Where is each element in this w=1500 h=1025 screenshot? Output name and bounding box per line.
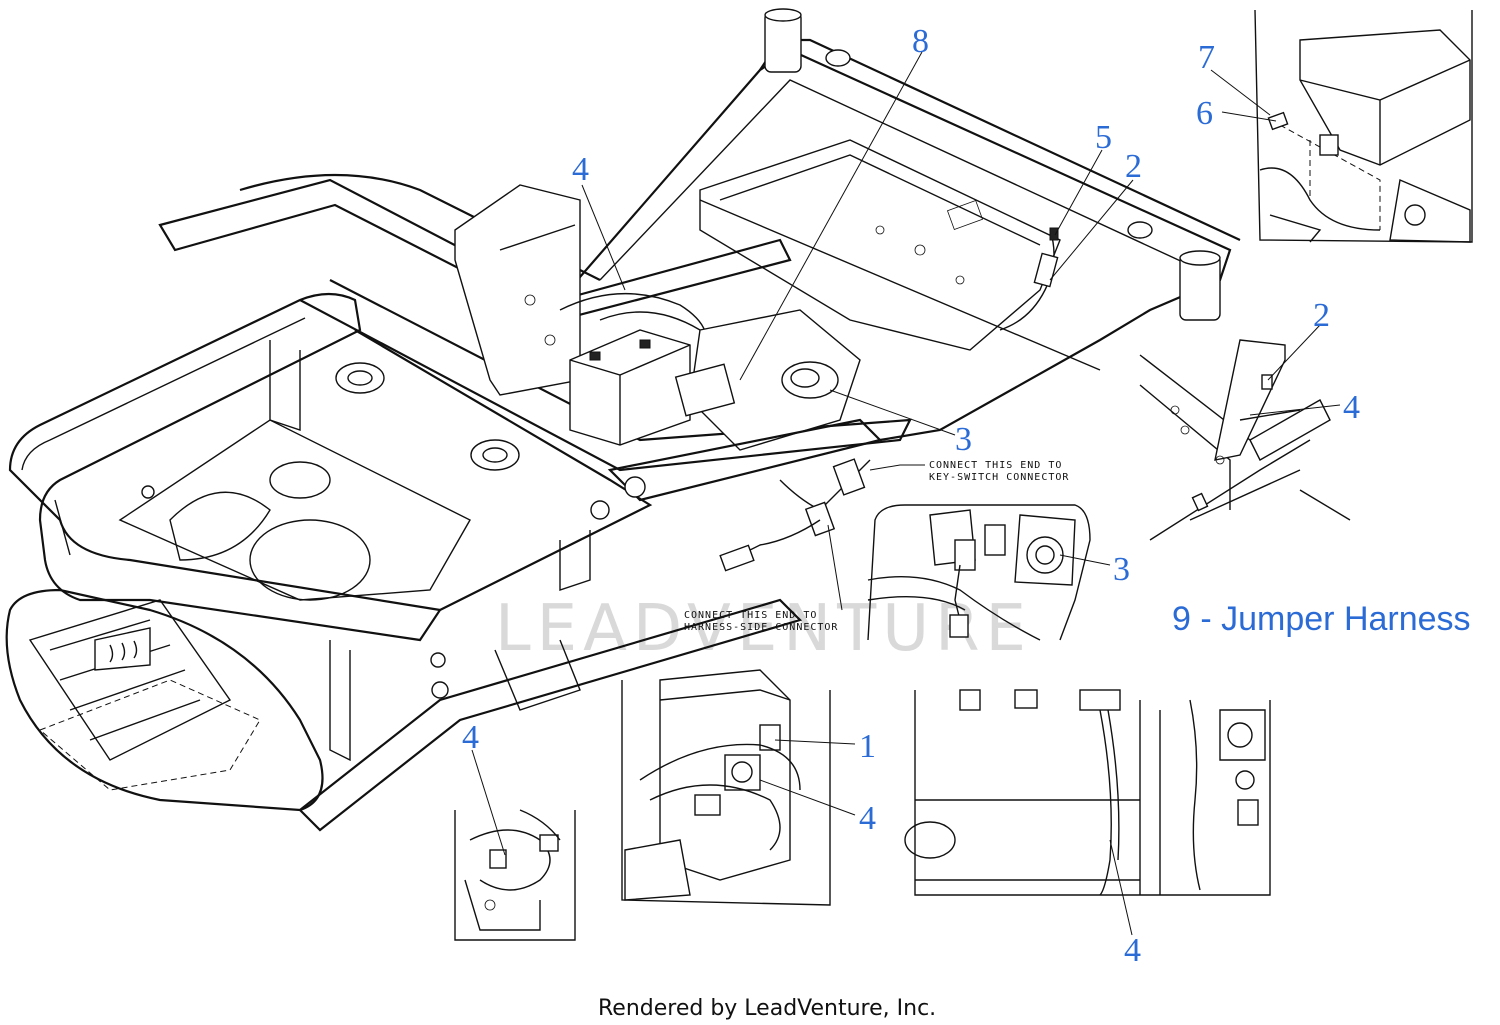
jumper-harness-legend: 9 - Jumper Harness — [1172, 600, 1471, 638]
keyswitch-note-line2: KEY-SWITCH CONNECTOR — [929, 472, 1069, 483]
callout-4: 4 — [1124, 932, 1141, 969]
callout-2: 2 — [1125, 148, 1142, 185]
harness-note-line1: CONNECT THIS END TO — [684, 610, 817, 621]
callout-4: 4 — [572, 151, 589, 188]
inset-bottom-left — [454, 809, 576, 941]
callout-5: 5 — [1095, 119, 1112, 156]
harness-note-line2: HARNESS-SIDE CONNECTOR — [684, 622, 838, 633]
callout-3: 3 — [955, 421, 972, 458]
inset-right-bracket — [1139, 339, 1351, 541]
callout-4: 4 — [859, 800, 876, 837]
callout-6: 6 — [1196, 95, 1213, 132]
inset-top-right — [1254, 9, 1473, 243]
inset-bottom-middle — [621, 669, 831, 906]
callout-2: 2 — [1313, 297, 1330, 334]
footer-credit: Rendered by LeadVenture, Inc. — [598, 996, 936, 1021]
inset-key-switch — [867, 504, 1091, 641]
callout-7: 7 — [1198, 39, 1215, 76]
keyswitch-note-line1: CONNECT THIS END TO — [929, 460, 1062, 471]
inset-bottom-right — [904, 689, 1271, 896]
callout-3: 3 — [1113, 551, 1130, 588]
watermark: LEADVENTURE — [495, 592, 1032, 666]
callout-4: 4 — [462, 719, 479, 756]
leader-lines — [471, 51, 1341, 936]
main-frame-drawing — [5, 8, 1241, 832]
callout-4: 4 — [1343, 389, 1360, 426]
callout-8: 8 — [912, 23, 929, 60]
callout-1: 1 — [859, 728, 876, 765]
